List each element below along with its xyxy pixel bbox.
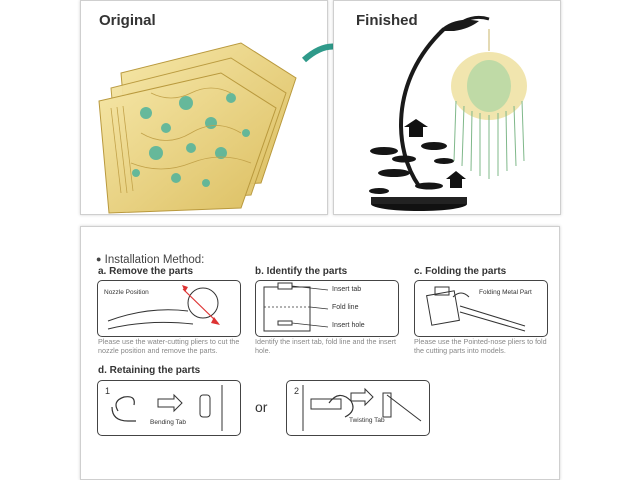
option-1-number: 1: [105, 386, 111, 396]
original-panel: Original: [80, 0, 328, 215]
insert-tab-label: Insert tab: [332, 286, 362, 293]
installation-heading-text: Installation Method:: [104, 254, 205, 266]
finished-model-image: [369, 15, 527, 211]
finished-panel: Finished: [333, 0, 561, 215]
step-c-title: c. Folding the parts: [414, 266, 507, 277]
nozzle-position-label: Nozzle Position: [104, 289, 149, 296]
twisting-tab-label: Twisting Tab: [349, 417, 385, 424]
folding-metal-part-label: Folding Metal Part: [479, 289, 532, 296]
original-label: Original: [99, 12, 156, 29]
metal-sheets-image: [98, 42, 297, 214]
step-b-title: b. Identify the parts: [255, 266, 348, 277]
bending-tab-label: Bending Tab: [150, 419, 187, 426]
twisting-tab-diagram: 2 Twisting Tab: [286, 380, 430, 436]
step-c-diagram: Folding Metal Part: [414, 280, 548, 337]
step-a-title: a. Remove the parts: [98, 266, 194, 277]
step-d-title: d. Retaining the parts: [98, 365, 201, 376]
step-a-diagram: Nozzle Position: [97, 280, 241, 337]
insert-hole-label: Insert hole: [332, 322, 365, 329]
step-a-description: Please use the water-cutting pliers to c…: [98, 337, 240, 355]
or-label: or: [255, 399, 268, 415]
step-b-description: Identify the insert tab, fold line and t…: [255, 337, 397, 355]
installation-heading: ● Installation Method:: [96, 254, 205, 266]
finished-label: Finished: [356, 12, 418, 29]
step-b-diagram: Insert tab Fold line Insert hole: [255, 280, 399, 337]
instruction-panel: ● Installation Method: a. Remove the par…: [80, 226, 560, 480]
fold-line-label: Fold line: [332, 304, 359, 311]
option-2-number: 2: [294, 386, 300, 396]
step-c-description: Please use the Pointed-nose pliers to fo…: [414, 337, 547, 355]
bending-tab-diagram: 1 Bending Tab: [97, 380, 241, 436]
